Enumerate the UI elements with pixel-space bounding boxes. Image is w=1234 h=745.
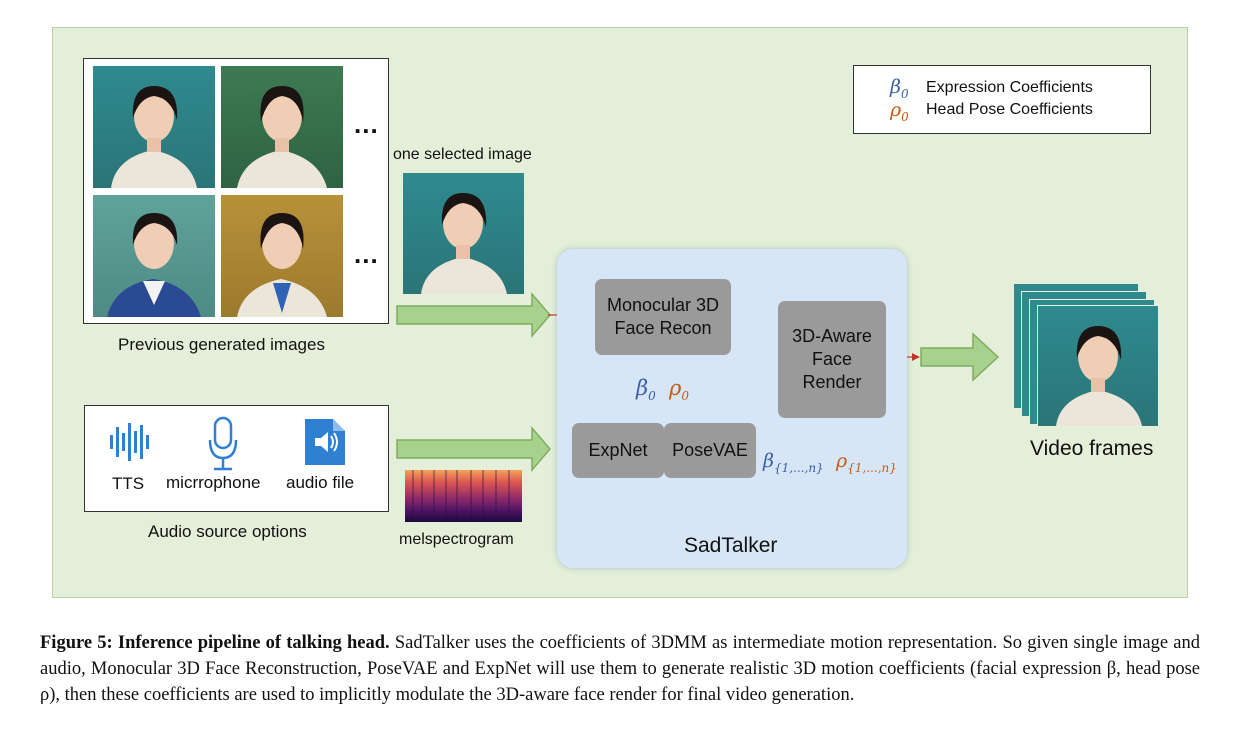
portrait-image	[93, 66, 215, 188]
legend-beta-text: Expression Coefficients	[926, 79, 1093, 96]
sadtalker-title: SadTalker	[684, 534, 778, 557]
output-arrow	[920, 332, 1000, 382]
previous-images-panel: ... ...	[83, 58, 389, 324]
face-render-label-line1: 3D-Aware	[792, 326, 872, 346]
legend-rho-symbol: ρ0	[890, 99, 909, 124]
audio-input-arrow	[396, 425, 551, 473]
tts-option-label: TTS	[112, 474, 145, 493]
audio-file-option-label: audio file	[286, 473, 355, 492]
rho0-symbol: ρ0	[669, 376, 689, 404]
face-recon-label-line2: Face Recon	[614, 318, 712, 338]
previous-images-caption: Previous generated images	[118, 335, 325, 354]
beta0-symbol: β0	[636, 376, 656, 404]
face-render-label-line2: Face	[811, 349, 853, 369]
melspectrogram-label: melspectrogram	[399, 531, 514, 548]
legend-box: β0 Expression Coefficients ρ0 Head Pose …	[853, 65, 1151, 134]
sound-wave-icon	[109, 421, 153, 468]
selected-image-label: one selected image	[393, 146, 532, 163]
figure-label: Figure 5:	[40, 633, 113, 653]
legend-rho-text: Head Pose Coefficients	[926, 101, 1093, 118]
legend-beta-symbol: β0	[890, 76, 909, 101]
portrait-image	[221, 66, 343, 188]
more-images-ellipsis: ...	[354, 239, 379, 269]
audio-options-panel: TTS micrrophone audio file	[84, 405, 389, 512]
beta-n-symbol: β{1,...,n}	[763, 450, 824, 475]
face-render-label-line3: Render	[802, 372, 862, 392]
figure-caption: Figure 5: Inference pipeline of talking …	[40, 630, 1200, 708]
microphone-icon	[206, 416, 240, 477]
face-recon-label-line1: Monocular 3D	[606, 295, 720, 315]
expnet-node: ExpNet	[572, 423, 664, 478]
posevae-node: PoseVAE	[664, 423, 756, 478]
video-frame-front	[1037, 305, 1159, 427]
selected-portrait-image	[403, 173, 524, 294]
microphone-option-label: micrrophone	[166, 473, 261, 492]
more-images-ellipsis: ...	[354, 109, 379, 139]
face-render-node: 3D-Aware Face Render	[778, 301, 886, 418]
video-frames-label: Video frames	[1030, 437, 1154, 460]
melspectrogram-image	[405, 470, 522, 522]
audio-options-caption: Audio source options	[148, 522, 307, 541]
image-input-arrow	[396, 291, 551, 339]
rho-n-symbol: ρ{1,...,n}	[836, 450, 897, 475]
face-recon-node: Monocular 3D Face Recon	[595, 279, 731, 355]
portrait-image	[93, 195, 215, 317]
audio-file-icon	[303, 417, 347, 472]
figure-title: Inference pipeline of talking head.	[117, 633, 390, 653]
portrait-image	[221, 195, 343, 317]
figure-caption-text: SadTalker uses the coefficients of 3DMM …	[40, 633, 1201, 705]
